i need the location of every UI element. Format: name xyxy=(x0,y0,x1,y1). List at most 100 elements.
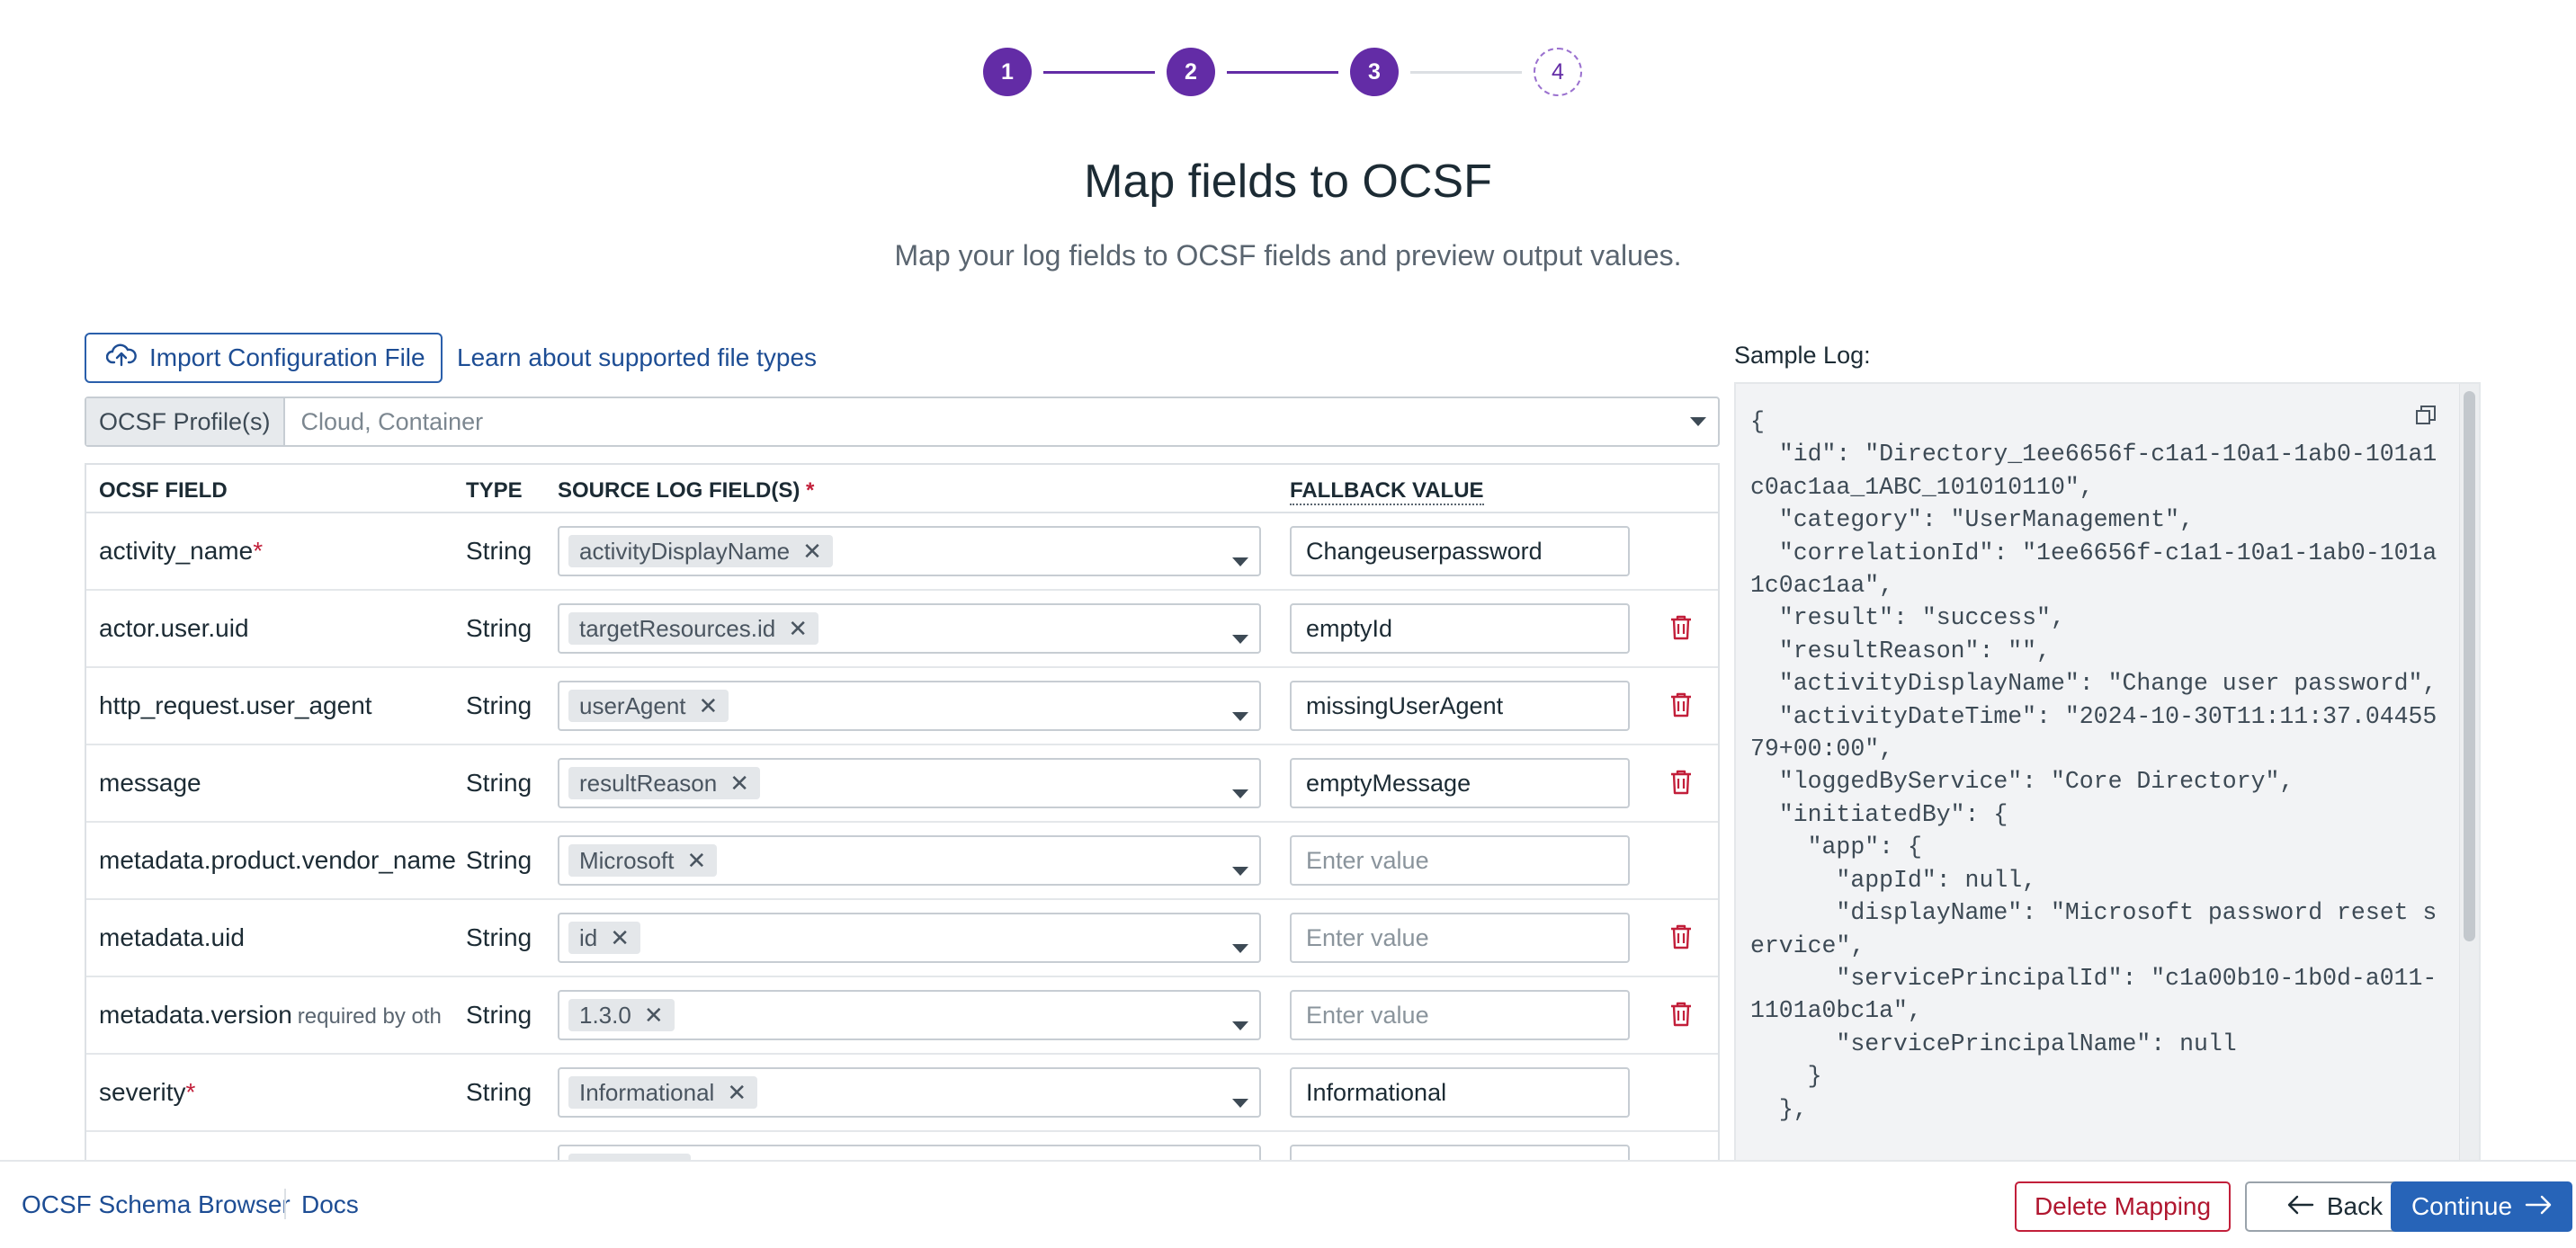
profile-placeholder[interactable]: Cloud, Container xyxy=(300,407,484,435)
header-type: TYPE xyxy=(466,478,523,503)
footer-divider xyxy=(284,1189,286,1219)
ocsf-profile-select[interactable]: OCSF Profile(s) Cloud, Container xyxy=(85,397,1720,447)
source-field-chip: 1.3.0 ✕ xyxy=(568,999,675,1031)
ocsf-field-name: activity_name* xyxy=(99,537,268,566)
scrollbar-thumb[interactable] xyxy=(2464,391,2475,941)
table-row xyxy=(86,1132,1718,1160)
source-field-select[interactable]: userAgent ✕ xyxy=(558,681,1261,731)
remove-chip-icon[interactable]: ✕ xyxy=(788,614,809,642)
chevron-down-icon[interactable] xyxy=(1232,544,1248,573)
trash-icon[interactable] xyxy=(1669,1001,1696,1030)
source-field-chip: resultReason✕ xyxy=(568,767,760,799)
fallback-value-input[interactable]: Enter value xyxy=(1290,990,1630,1040)
chevron-down-icon[interactable] xyxy=(1232,1085,1248,1114)
chevron-down-icon[interactable] xyxy=(1232,776,1248,805)
source-field-chip: userAgent ✕ xyxy=(568,690,729,722)
page-subtitle: Map your log fields to OCSF fields and p… xyxy=(894,239,1682,272)
chevron-down-icon[interactable] xyxy=(1232,1008,1248,1037)
chevron-down-icon[interactable] xyxy=(1678,398,1718,445)
source-field-select[interactable]: id✕ xyxy=(558,913,1261,963)
field-hint: required by oth xyxy=(297,1004,442,1029)
docs-link[interactable]: Docs xyxy=(301,1190,359,1218)
header-fallback: FALLBACK VALUE xyxy=(1290,478,1484,505)
fallback-value-input[interactable]: emptyId xyxy=(1290,603,1630,654)
arrow-right-icon xyxy=(2525,1192,2552,1221)
fallback-value-input[interactable]: Informational xyxy=(1290,1067,1630,1118)
fallback-value-input[interactable]: missingUserAgent xyxy=(1290,681,1630,731)
chevron-down-icon[interactable] xyxy=(1232,853,1248,882)
step-3: 3 xyxy=(1350,48,1399,96)
remove-chip-icon[interactable]: ✕ xyxy=(698,691,719,719)
step-1: 1 xyxy=(983,48,1032,96)
chip-label: activityDisplayName xyxy=(579,537,791,565)
source-field-chip xyxy=(568,1154,691,1160)
source-field-chip: Microsoft ✕ xyxy=(568,844,718,877)
field-type: String xyxy=(466,691,532,719)
learn-file-types-link[interactable]: Learn about supported file types xyxy=(457,343,818,371)
source-field-chip: id✕ xyxy=(568,922,641,954)
trash-icon[interactable] xyxy=(1669,614,1696,643)
fallback-value-input[interactable]: emptyMessage xyxy=(1290,758,1630,808)
chevron-down-icon[interactable] xyxy=(1232,931,1248,959)
field-label: message xyxy=(99,769,201,797)
source-field-select[interactable]: resultReason✕ xyxy=(558,758,1261,808)
sample-log-label: Sample Log: xyxy=(1734,342,1871,369)
chip-label: Microsoft xyxy=(579,846,675,874)
fallback-value-input[interactable]: Enter value xyxy=(1290,835,1630,886)
field-label: activity_name xyxy=(99,537,254,565)
ocsf-field-name: message xyxy=(99,769,207,798)
step-2: 2 xyxy=(1167,48,1215,96)
fallback-value-input[interactable]: Enter value xyxy=(1290,913,1630,963)
remove-chip-icon[interactable]: ✕ xyxy=(643,1001,664,1029)
trash-icon[interactable] xyxy=(1669,923,1696,952)
cloud-upload-icon xyxy=(105,343,137,374)
header-ocsf-field: OCSF FIELD xyxy=(99,478,228,503)
arrow-left-icon xyxy=(2287,1192,2314,1221)
trash-icon[interactable] xyxy=(1669,691,1696,720)
header-source-label: SOURCE LOG FIELD(S) xyxy=(558,478,801,503)
import-configuration-button[interactable]: Import Configuration File xyxy=(85,333,443,383)
remove-chip-icon[interactable]: ✕ xyxy=(727,1078,747,1106)
source-field-select[interactable] xyxy=(558,1145,1261,1160)
sample-log-scrollbar[interactable] xyxy=(2459,384,2479,1163)
chip-label: 1.3.0 xyxy=(579,1001,631,1029)
source-field-select[interactable]: Microsoft ✕ xyxy=(558,835,1261,886)
chevron-down-icon[interactable] xyxy=(1232,621,1248,650)
field-label: metadata.version xyxy=(99,1001,292,1029)
continue-button-label: Continue xyxy=(2411,1192,2513,1220)
trash-icon[interactable] xyxy=(1669,769,1696,798)
fallback-value-input[interactable] xyxy=(1290,1145,1630,1160)
ocsf-field-name: severity* xyxy=(99,1078,201,1107)
source-field-select[interactable]: 1.3.0 ✕ xyxy=(558,990,1261,1040)
fallback-value-input[interactable]: Changeuserpassword xyxy=(1290,526,1630,576)
continue-button[interactable]: Continue xyxy=(2391,1181,2572,1232)
field-type: String xyxy=(466,614,532,642)
field-label: severity xyxy=(99,1078,186,1106)
chevron-down-icon[interactable] xyxy=(1232,699,1248,727)
remove-chip-icon[interactable]: ✕ xyxy=(729,769,749,797)
chip-label: userAgent xyxy=(579,691,686,719)
remove-chip-icon[interactable]: ✕ xyxy=(686,846,707,874)
remove-chip-icon[interactable]: ✕ xyxy=(610,923,631,951)
remove-chip-icon[interactable]: ✕ xyxy=(802,537,822,565)
ocsf-field-name: metadata.product.vendor_name xyxy=(99,846,459,875)
copy-icon[interactable] xyxy=(2414,404,2441,431)
source-field-select[interactable]: activityDisplayName ✕ xyxy=(558,526,1261,576)
field-label: actor.user.uid xyxy=(99,614,249,642)
source-field-select[interactable]: Informational✕ xyxy=(558,1067,1261,1118)
sample-log-content: { "id": "Directory_1ee6656f-c1a1-10a1-1a… xyxy=(1750,408,2437,1123)
table-header: OCSF FIELD TYPE SOURCE LOG FIELD(S) * FA… xyxy=(86,465,1718,513)
step-connector xyxy=(1227,71,1338,74)
sample-log-panel: { "id": "Directory_1ee6656f-c1a1-10a1-1a… xyxy=(1734,382,2481,1164)
ocsf-schema-browser-link[interactable]: OCSF Schema Browser xyxy=(22,1190,291,1218)
chip-label: targetResources.id xyxy=(579,614,776,642)
back-button-label: Back xyxy=(2326,1192,2384,1220)
ocsf-field-name: metadata.uid xyxy=(99,923,250,952)
source-field-select[interactable]: targetResources.id ✕ xyxy=(558,603,1261,654)
delete-mapping-button[interactable]: Delete Mapping xyxy=(2015,1181,2231,1232)
step-connector xyxy=(1410,71,1522,74)
field-type: String xyxy=(466,1001,532,1029)
footer-bar: OCSF Schema Browser Docs Delete Mapping … xyxy=(0,1160,2576,1248)
